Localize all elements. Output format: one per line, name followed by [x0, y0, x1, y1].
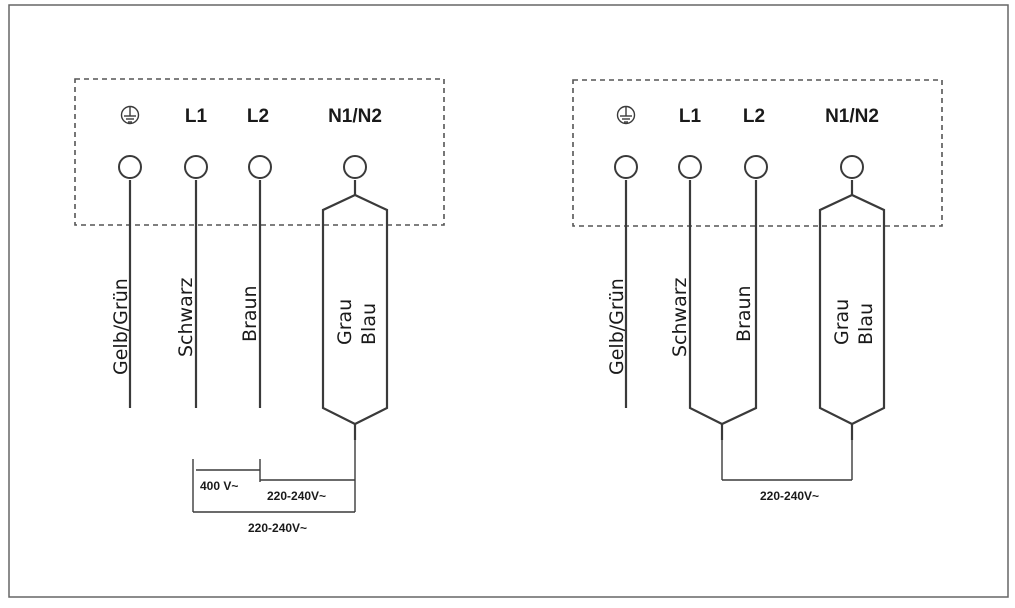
header-l2: L2	[743, 106, 765, 127]
label-l1: Schwarz	[669, 277, 691, 357]
terminal-ground	[614, 155, 638, 179]
terminal-l2	[248, 155, 272, 179]
outer-frame	[8, 4, 1009, 598]
label-n1: Grau	[831, 299, 853, 345]
label-n2: Blau	[855, 303, 877, 345]
left-diagram: L1 L2 N1/N2 Gelb/Grün Schwarz Braun Grau…	[74, 78, 445, 535]
left-terminal-block	[74, 78, 445, 226]
terminal-l2	[744, 155, 768, 179]
terminal-n	[343, 155, 367, 179]
right-terminal-block	[572, 79, 943, 227]
ground-symbol-icon	[616, 105, 636, 125]
label-l2: Braun	[733, 285, 755, 342]
voltage-220: 220-240V~	[760, 489, 819, 503]
header-l2: L2	[247, 106, 269, 127]
header-n1-n2: N1/N2	[825, 106, 879, 127]
voltage-220-outer: 220-240V~	[248, 521, 307, 535]
voltage-220-inner: 220-240V~	[267, 489, 326, 503]
label-n2: Blau	[358, 303, 380, 345]
left-voltage-bracket	[192, 440, 356, 513]
header-n1-n2: N1/N2	[328, 106, 382, 127]
terminal-l1	[184, 155, 208, 179]
label-l1: Schwarz	[175, 277, 197, 357]
label-ground: Gelb/Grün	[110, 278, 132, 375]
right-diagram: L1 L2 N1/N2 Gelb/Grün Schwarz Braun Grau…	[572, 79, 943, 503]
label-l2: Braun	[239, 285, 261, 342]
terminal-l1	[678, 155, 702, 179]
ground-symbol-icon	[120, 105, 140, 125]
header-l1: L1	[185, 106, 208, 127]
terminal-n	[840, 155, 864, 179]
voltage-400: 400 V~	[200, 479, 238, 493]
terminal-ground	[118, 155, 142, 179]
right-voltage-bracket	[721, 440, 853, 481]
label-ground: Gelb/Grün	[606, 278, 628, 375]
header-l1: L1	[679, 106, 702, 127]
label-n1: Grau	[334, 299, 356, 345]
